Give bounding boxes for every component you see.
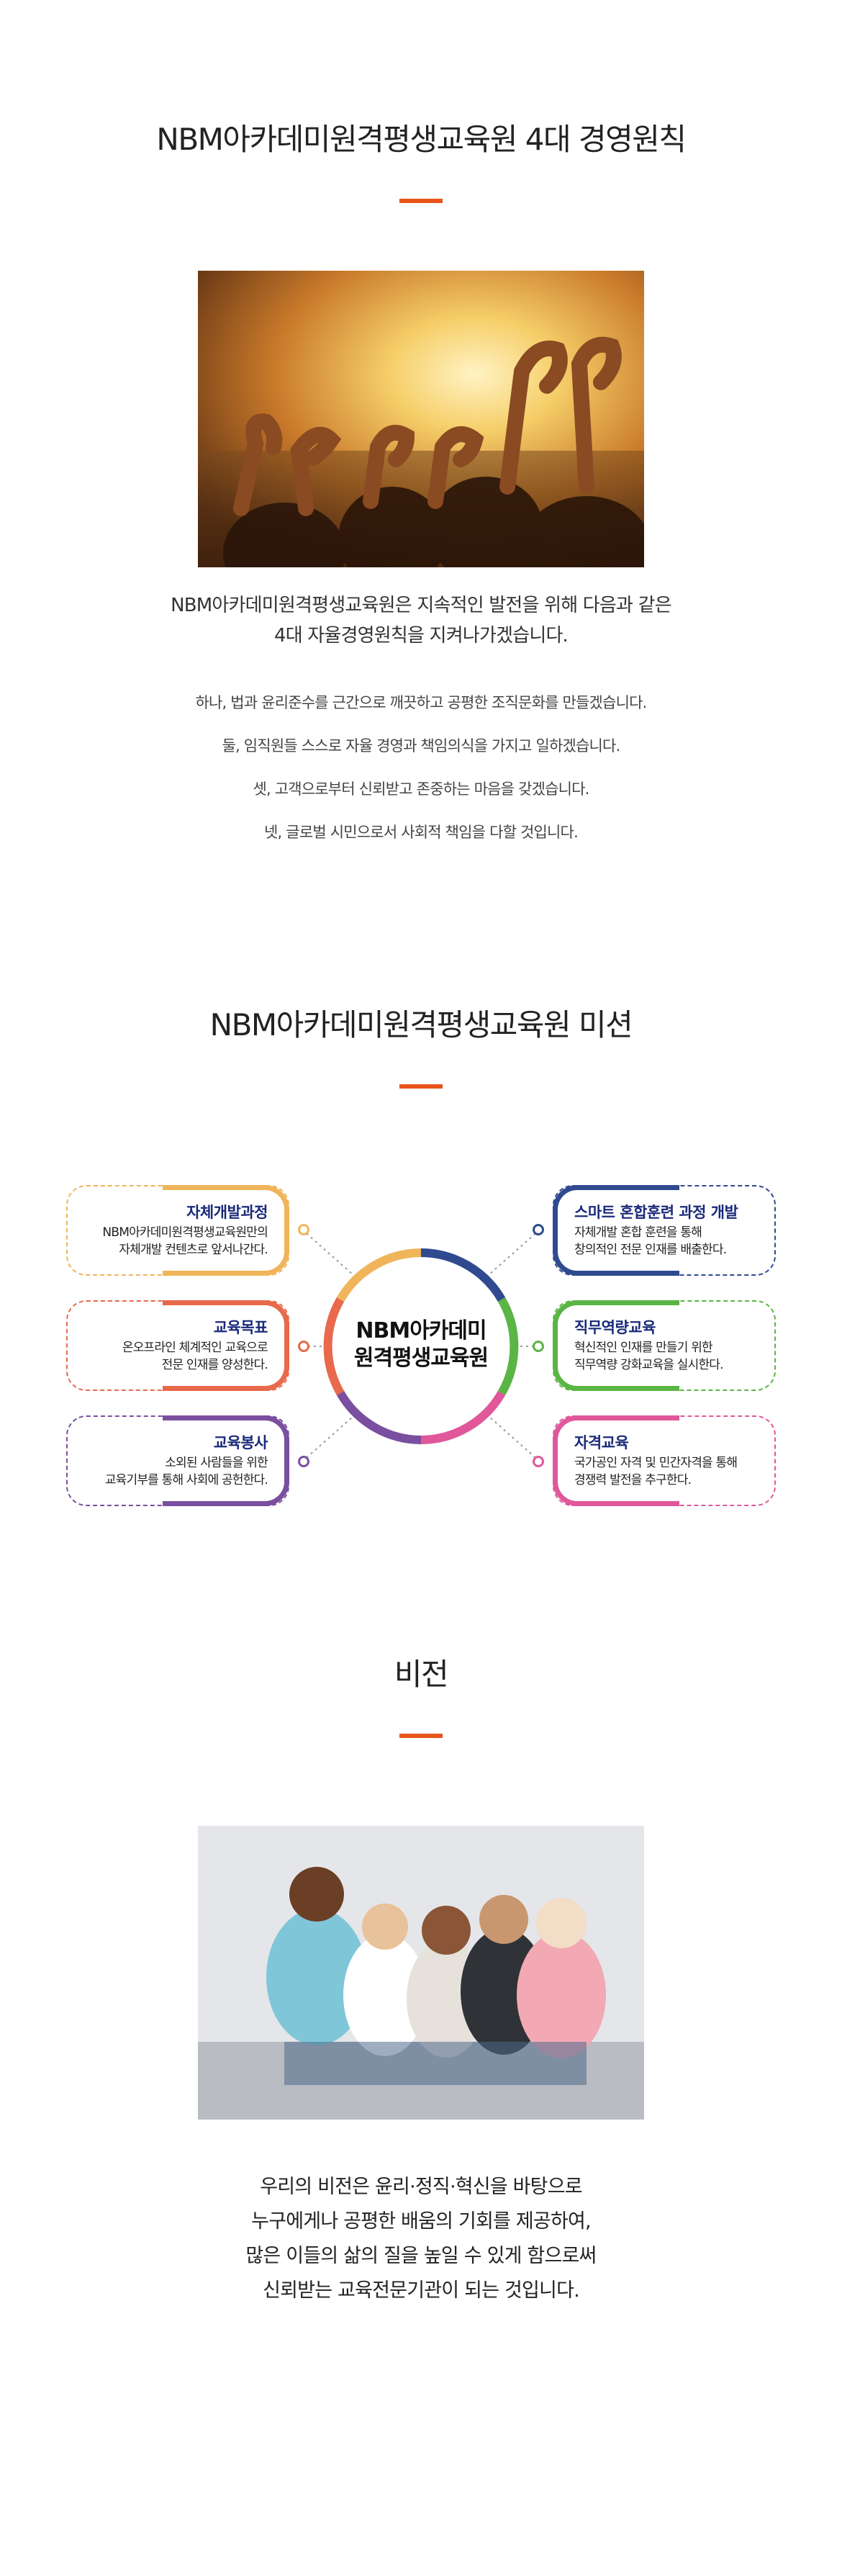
connector-dot (298, 1341, 309, 1352)
mission-card-line-1: 국가공인 자격 및 민간자격을 통해 (574, 1456, 738, 1470)
card-accent-arc (553, 1185, 679, 1276)
hearts-photo (198, 271, 644, 567)
connector-dot (298, 1224, 309, 1235)
mission-card-title: 스마트 혼합훈련 과정 개발 (574, 1204, 738, 1221)
mission-card-title: 교육봉사 (213, 1434, 268, 1451)
mission-card-line-2: 창의적인 전문 인재를 배출한다. (574, 1243, 727, 1257)
students-photo (198, 1826, 644, 2120)
mission-center-line-2: 원격평생교육원 (353, 1346, 489, 1371)
card-accent-arc (163, 1415, 289, 1506)
mission-card-title: 직무역량교육 (574, 1319, 656, 1336)
mission-card-line-1: 자체개발 혼합 훈련을 통해 (574, 1225, 702, 1240)
vision-title: 비전 (394, 1657, 449, 1692)
mission-card-title: 자격교육 (574, 1434, 629, 1451)
connector-dot (533, 1456, 544, 1467)
principles-title: NBM아카데미원격평생교육원 4대 경영원칙 (156, 122, 687, 157)
mission-card-line-1: 소외된 사람들을 위한 (165, 1456, 268, 1470)
principles-title-underline (399, 199, 443, 203)
mission-title: NBM아카데미원격평생교육원 미션 (209, 1007, 633, 1042)
mission-ring-diagram (302, 1229, 540, 1462)
connector-dot (533, 1224, 544, 1235)
mission-card-title: 교육목표 (213, 1319, 268, 1336)
principle-item-4: 넷, 글로벌 시민으로서 사회적 책임을 다할 것입니다. (264, 824, 579, 841)
vision-title-underline (399, 1734, 443, 1738)
card-accent-arc (553, 1300, 679, 1391)
connector-dot (533, 1341, 544, 1352)
card-accent-arc (163, 1185, 289, 1276)
connector-dot (298, 1456, 309, 1467)
vision-line-1: 우리의 비전은 윤리·정직·혁신을 바탕으로 (260, 2176, 582, 2198)
mission-card-job-competency: 직무역량교육 혁신적인 인재를 만들기 위한 직무역량 강화교육을 실시한다. (553, 1300, 776, 1391)
principle-item-1: 하나, 법과 윤리준수를 근간으로 깨끗하고 공평한 조직문화를 만들겠습니다. (195, 694, 648, 711)
mission-center-line-1: NBM아카데미 (356, 1318, 486, 1343)
mission-card-title: 자체개발과정 (186, 1204, 268, 1221)
mission-card-self-development: 자체개발과정 NBM아카데미원격평생교육원만의 자체개발 컨텐츠로 앞서나간다. (66, 1185, 289, 1276)
principle-item-2: 둘, 임직원들 스스로 자율 경영과 책임의식을 가지고 일하겠습니다. (222, 737, 621, 755)
mission-card-line-2: 전문 인재를 양성한다. (161, 1358, 268, 1372)
principle-item-3: 셋, 고객으로부터 신뢰받고 존중하는 마음을 갖겠습니다. (253, 780, 589, 798)
mission-card-line-1: 온오프라인 체계적인 교육으로 (122, 1341, 268, 1355)
vision-line-4: 신뢰받는 교육전문기관이 되는 것입니다. (263, 2279, 580, 2302)
principles-intro-line-2: 4대 자율경영원칙을 지켜나가겠습니다. (273, 625, 569, 647)
mission-card-education-goal: 교육목표 온오프라인 체계적인 교육으로 전문 인재를 양성한다. (66, 1300, 289, 1391)
mission-card-certification: 자격교육 국가공인 자격 및 민간자격을 통해 경쟁력 발전을 추구한다. (553, 1415, 776, 1506)
card-accent-arc (553, 1415, 679, 1506)
vision-line-3: 많은 이들의 삶의 질을 높일 수 있게 함으로써 (245, 2245, 597, 2267)
mission-card-line-1: 혁신적인 인재를 만들기 위한 (574, 1341, 713, 1355)
mission-card-line-2: 교육기부를 통해 사회에 공헌한다. (104, 1473, 268, 1487)
mission-card-line-2: 경쟁력 발전을 추구한다. (574, 1473, 692, 1487)
mission-card-line-2: 자체개발 컨텐츠로 앞서나간다. (119, 1243, 268, 1257)
vision-line-2: 누구에게나 공평한 배움의 기회를 제공하여, (251, 2210, 591, 2233)
mission-title-underline (399, 1084, 443, 1089)
card-accent-arc (163, 1300, 289, 1391)
mission-card-education-volunteer: 교육봉사 소외된 사람들을 위한 교육기부를 통해 사회에 공헌한다. (66, 1415, 289, 1506)
mission-card-line-2: 직무역량 강화교육을 실시한다. (574, 1358, 724, 1372)
mission-card-smart-blended: 스마트 혼합훈련 과정 개발 자체개발 혼합 훈련을 통해 창의적인 전문 인재… (553, 1185, 776, 1276)
mission-card-line-1: NBM아카데미원격평생교육원만의 (102, 1225, 268, 1240)
principles-intro-line-1: NBM아카데미원격평생교육원은 지속적인 발전을 위해 다음과 같은 (171, 595, 672, 616)
